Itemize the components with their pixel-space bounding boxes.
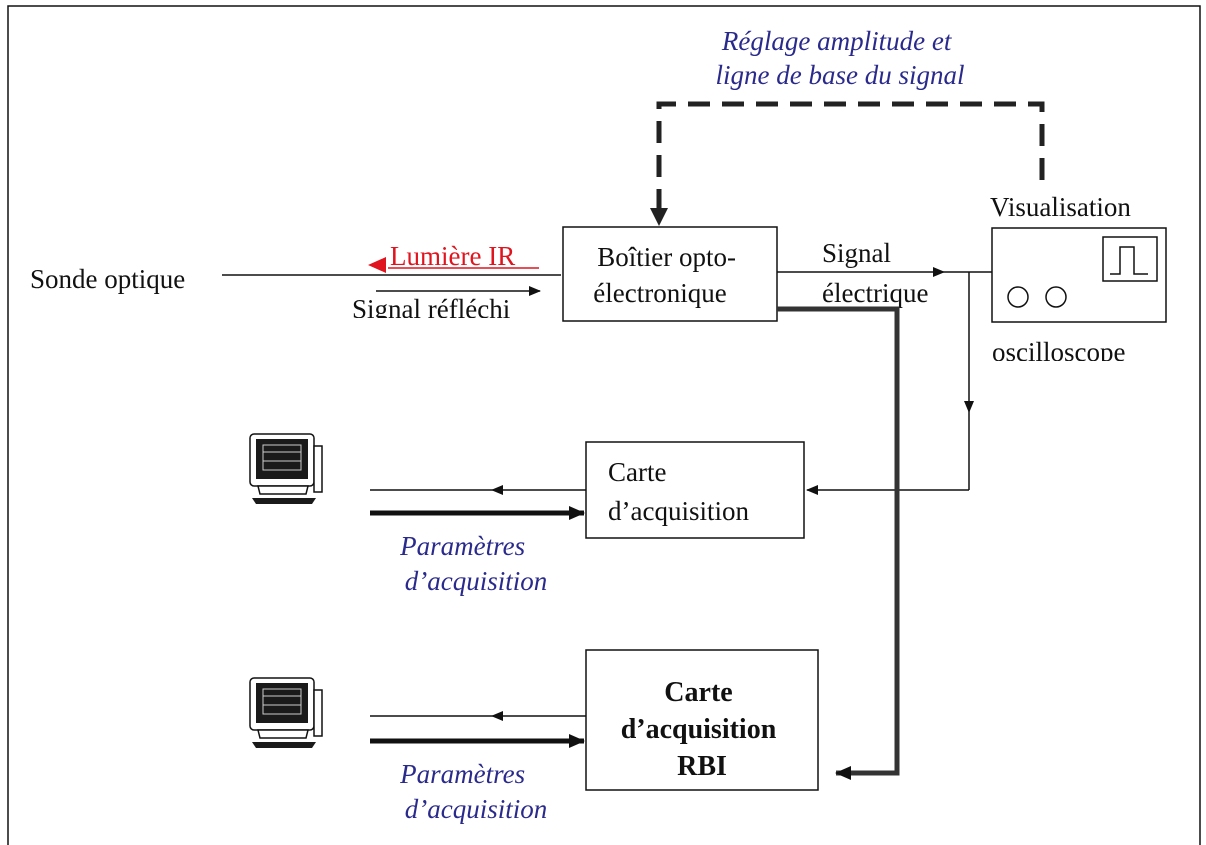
optoelectronic-label: Boîtier opto- électronique (593, 242, 742, 308)
feedback-label-line-2: ligne de base du signal (716, 60, 965, 90)
rbi-card-label: Carte d’acquisition RBI (621, 677, 784, 782)
feedback-label: Réglage amplitude et ligne de base du si… (716, 26, 965, 90)
rbi-card-label-line-2: d’acquisition (621, 714, 777, 745)
ir-light-label: Lumière IR (390, 241, 515, 271)
acq-params-label-1: Paramètres d’acquisition (399, 531, 547, 596)
electric-signal-label-line-2: électrique (822, 278, 928, 308)
knob-icon-right (1045, 286, 1067, 308)
oscilloscope-screen (1102, 236, 1158, 282)
oscilloscope-box (991, 227, 1167, 323)
acq-card-box (585, 441, 805, 539)
acq-card-label-line-2: d’acquisition (608, 496, 749, 526)
feedback-label-line-1: Réglage amplitude et (721, 26, 953, 56)
visualisation-label: Visualisation (990, 192, 1131, 222)
computer-monitor-icon (249, 433, 323, 504)
acq-params-label-2: Paramètres d’acquisition (399, 759, 547, 824)
acq-params-label-1-line-2: d’acquisition (405, 566, 548, 596)
acq-card-label: Carte d’acquisition (608, 457, 749, 526)
probe-label: Sonde optique (30, 264, 185, 294)
acq-params-label-2-line-1: Paramètres (399, 759, 525, 789)
oscilloscope-label-crop (985, 361, 1185, 373)
computer-monitor-icon (249, 677, 323, 748)
feedback-loop (650, 101, 1045, 226)
to-rbi-card-arrow (777, 306, 900, 780)
rbi-card-label-line-3: RBI (677, 751, 727, 782)
rbi-card-box (585, 649, 819, 791)
optoelectronic-box (562, 226, 778, 322)
optoelectronic-label-line-1: Boîtier opto- (597, 242, 736, 272)
electric-signal-label: Signal électrique (822, 238, 928, 308)
knob-icon-left (1007, 286, 1029, 308)
electric-signal-label-line-1: Signal (822, 238, 891, 268)
square-wave-icon (1110, 246, 1148, 275)
ir-arrow (368, 257, 386, 273)
outer-frame (7, 5, 1201, 845)
optoelectronic-label-line-2: électronique (593, 278, 726, 308)
acq-params-label-2-line-2: d’acquisition (405, 794, 548, 824)
rbi-card-label-line-1: Carte (664, 677, 732, 708)
acq-card-label-line-1: Carte (608, 457, 666, 487)
acq-params-label-1-line-1: Paramètres (399, 531, 525, 561)
reflected-label-crop (340, 318, 540, 330)
